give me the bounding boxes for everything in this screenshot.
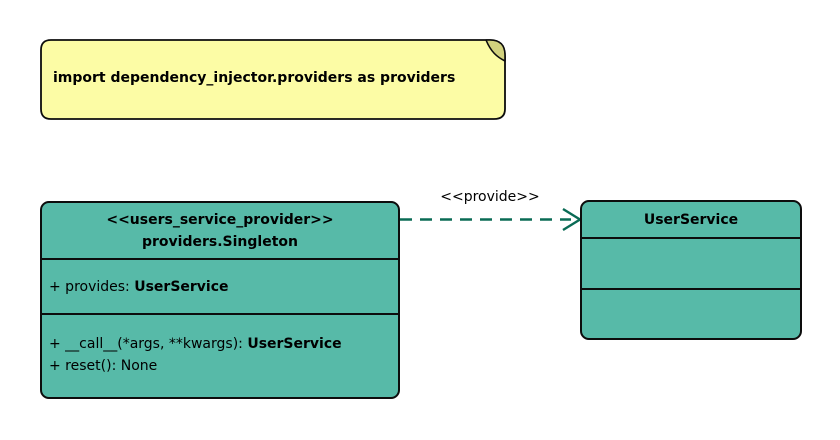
class-userservice: UserService [580,200,802,340]
attribute-text: + provides: [49,278,135,295]
method-line: + reset(): None [49,355,398,377]
method-text: + __call__(*args, **kwargs): [49,336,248,352]
note-shape [40,39,506,120]
class-userservice-attributes [582,237,800,288]
method-text: + reset(): None [49,358,158,374]
attribute-type: UserService [134,278,229,295]
attribute-line: + provides: UserService [49,276,229,298]
class-userservice-header: UserService [582,202,800,237]
class-userservice-methods [582,288,800,336]
class-provider-name: providers.Singleton [142,233,298,250]
class-provider: <<users_service_provider>> providers.Sin… [40,201,400,399]
class-provider-stereotype: <<users_service_provider>> [106,211,334,228]
method-type: UserService [247,336,342,352]
note-text: import dependency_injector.providers as … [53,70,456,86]
class-userservice-name: UserService [643,211,739,228]
class-provider-attributes: + provides: UserService [42,258,398,313]
note-fold-icon [485,39,506,62]
provide-label: <<provide>> [440,189,540,205]
class-provider-header: <<users_service_provider>> providers.Sin… [42,203,398,258]
import-note: import dependency_injector.providers as … [40,39,506,121]
method-line: + __call__(*args, **kwargs): UserService [49,333,398,355]
class-provider-methods: + __call__(*args, **kwargs): UserService… [42,313,398,395]
